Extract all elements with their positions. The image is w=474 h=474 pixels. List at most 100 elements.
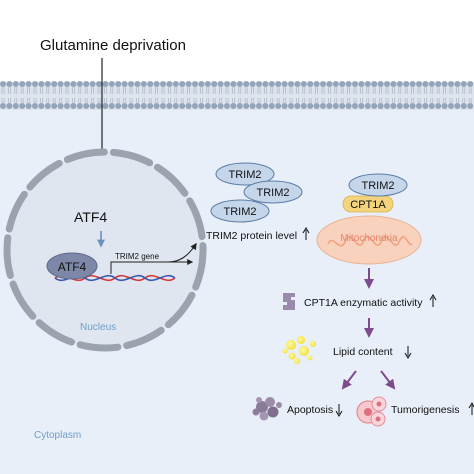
title: Glutamine deprivation	[40, 37, 186, 54]
lipid-head	[300, 103, 307, 109]
lipid-head	[51, 103, 58, 109]
lipid-droplets-icon	[282, 336, 316, 364]
export-arrow	[167, 242, 197, 263]
lipid-head	[70, 81, 77, 87]
trim2-protein-level-label: TRIM2 protein level	[206, 230, 297, 242]
lipid-head	[371, 81, 378, 87]
lipid-head	[313, 103, 320, 109]
lipid-head	[339, 103, 346, 109]
lipid-head	[300, 81, 307, 87]
lipid-head	[224, 81, 230, 87]
lipid-head	[307, 103, 314, 109]
lipid-head	[467, 81, 474, 87]
trim2-protein	[210, 199, 270, 223]
increase-up-arrow-icon	[302, 227, 310, 240]
decrease-down-arrow-icon	[335, 404, 343, 417]
membrane-tails	[1, 87, 472, 103]
lipid-head	[57, 103, 64, 109]
lipid-head	[204, 103, 211, 109]
membrane-heads-bottom	[0, 103, 474, 109]
lipid-head	[38, 81, 45, 87]
lipid-head	[204, 81, 211, 87]
lipid-head	[76, 81, 83, 87]
lipid-head	[83, 103, 90, 109]
lipid-head	[435, 81, 442, 87]
lipid-head	[115, 81, 122, 87]
tumor-cells-icon	[356, 396, 387, 427]
lipid-head	[409, 81, 416, 87]
nuclear-envelope	[3, 148, 207, 352]
lipid-head	[140, 81, 147, 87]
transcription-arrow	[110, 259, 194, 274]
lipid-head	[211, 81, 218, 87]
lipid-head	[326, 81, 333, 87]
trim2-label: TRIM2	[257, 187, 290, 199]
lipid-head	[19, 81, 26, 87]
lipid-head	[19, 103, 26, 109]
lipid-head	[441, 81, 448, 87]
lipid-head	[140, 103, 147, 109]
enzyme-icon	[283, 293, 295, 310]
lipid-head	[454, 81, 461, 87]
lipid-head	[467, 103, 474, 109]
lipid-head	[460, 103, 467, 109]
lipid-head	[377, 103, 384, 109]
lipid-head	[345, 103, 352, 109]
lipid-head	[332, 81, 339, 87]
lipid-head	[172, 103, 179, 109]
trim2-bound-protein	[348, 173, 408, 197]
lipid-head	[358, 103, 365, 109]
lipid-head	[256, 103, 262, 109]
lipid-head	[230, 81, 237, 87]
cpt1a-protein	[342, 195, 394, 213]
lipid-head	[128, 81, 134, 87]
lipid-head	[396, 103, 403, 109]
lipid-head	[166, 103, 173, 109]
lipid-head	[166, 81, 173, 87]
lipid-head	[179, 81, 186, 87]
lipid-head	[121, 103, 128, 109]
lipid-head	[371, 103, 378, 109]
lipid-head	[192, 81, 198, 87]
lipid-head	[108, 81, 115, 87]
lipid-head	[352, 81, 358, 87]
lipid-head	[416, 103, 422, 109]
lipid-head	[390, 81, 397, 87]
lipid-head	[217, 103, 224, 109]
lipid-head	[70, 103, 77, 109]
lipid-head	[364, 103, 371, 109]
lipid-head	[416, 81, 422, 87]
lipid-head	[454, 103, 461, 109]
lipid-head	[198, 81, 205, 87]
lipid-head	[358, 81, 365, 87]
lipid-head	[147, 103, 154, 109]
lipid-head	[172, 81, 179, 87]
lipid-head	[153, 81, 160, 87]
lipid-head	[89, 81, 96, 87]
lipid-head	[128, 103, 134, 109]
lipid-head	[160, 81, 166, 87]
mitochondria-label: Mitochondria	[340, 233, 398, 244]
lipid-head	[294, 103, 301, 109]
lipid-head	[236, 81, 243, 87]
lipid-head	[390, 103, 397, 109]
lipid-head	[38, 103, 45, 109]
cpt1a-label: CPT1A	[350, 199, 386, 211]
apoptosis-label: Apoptosis	[287, 404, 333, 416]
lipid-head	[185, 81, 192, 87]
lipid-head	[422, 81, 429, 87]
cpt1a-activity-label: CPT1A enzymatic activity	[304, 297, 423, 309]
lipid-head	[115, 103, 122, 109]
lipid-head	[32, 103, 38, 109]
lipid-head	[108, 103, 115, 109]
lipid-head	[96, 103, 102, 109]
lipid-head	[134, 103, 141, 109]
lipid-head	[441, 103, 448, 109]
atf4-bound-protein	[46, 252, 98, 280]
lipid-head	[96, 81, 102, 87]
tumorigenesis-arrow	[380, 370, 396, 390]
lipid-head	[44, 81, 51, 87]
lipid-head	[102, 81, 109, 87]
lipid-head	[224, 103, 230, 109]
